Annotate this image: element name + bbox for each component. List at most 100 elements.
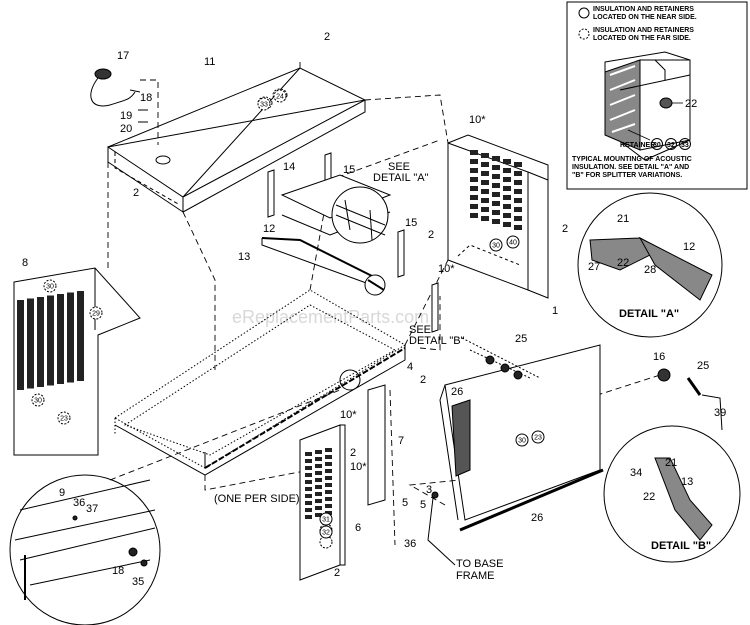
- to-base-frame-line-1: TO BASE: [456, 558, 503, 570]
- part-callout: 12: [263, 223, 275, 235]
- louver-slot: [315, 471, 322, 475]
- louver-slot: [305, 452, 312, 456]
- louver-slot: [481, 162, 489, 167]
- louver-slot: [315, 478, 322, 482]
- louver-slot: [470, 204, 478, 209]
- part-callout: 17: [117, 50, 129, 62]
- louver-slot: [514, 171, 522, 176]
- louver-slot: [305, 466, 312, 470]
- louver-slot: [492, 219, 500, 224]
- louver-slot: [514, 189, 522, 194]
- louver-slot: [481, 171, 489, 176]
- detail-b-callout: 34: [630, 467, 642, 479]
- legend-note-line-1: TYPICAL MOUNTING OF ACOUSTIC: [572, 156, 692, 163]
- part-callout: 2: [324, 31, 330, 43]
- legend-text: INSULATION AND RETAINERS LOCATED ON THE …: [572, 6, 697, 179]
- louver-slot: [514, 225, 522, 230]
- louver-slot: [514, 180, 522, 185]
- louver-slot: [503, 168, 511, 173]
- louver-slot: [492, 156, 500, 161]
- retainer-num: 30: [653, 142, 661, 149]
- part-callout: 5: [402, 497, 408, 509]
- legend-note-line-2: INSULATION. SEE DETAIL "A" AND: [572, 164, 689, 171]
- part-callout: 26: [451, 386, 463, 398]
- see-detail-a-line-1: SEE: [388, 161, 410, 173]
- louver-slot: [492, 165, 500, 170]
- louver-slot: [503, 204, 511, 209]
- detail-a-callout: 22: [617, 257, 629, 269]
- louver-slot: [325, 504, 332, 508]
- louver-slot: [325, 483, 332, 487]
- part-callout: 9: [59, 487, 65, 499]
- part-callout: 2: [334, 567, 340, 579]
- part-callout: 35: [132, 576, 144, 588]
- part-callout: 39: [714, 407, 726, 419]
- louver-grid-lower: [305, 448, 332, 519]
- part-callout: 6: [355, 522, 361, 534]
- retainer-number: 29: [92, 311, 100, 318]
- louver-slot: [77, 291, 84, 381]
- retainer-circle: [31, 393, 45, 407]
- louver-slot: [305, 473, 312, 477]
- retainer-number: 40: [509, 240, 517, 247]
- part-callout: 18: [140, 92, 152, 104]
- retainer-number: 31: [322, 517, 330, 524]
- louver-slot: [481, 180, 489, 185]
- louver-slot: [325, 448, 332, 452]
- louver-slot: [481, 207, 489, 212]
- retainer-circle: [506, 235, 520, 249]
- louver-slot: [492, 183, 500, 188]
- retainer-num-circle: [679, 138, 691, 150]
- part-callout: 13: [238, 251, 250, 263]
- retainer-number: 33: [260, 102, 268, 109]
- louver-slot: [325, 469, 332, 473]
- louver-slot: [305, 459, 312, 463]
- louver-slot: [470, 213, 478, 218]
- retainer-circle: [531, 430, 545, 444]
- part-callout: 7: [398, 435, 404, 447]
- part-callout: 2: [133, 187, 139, 199]
- louver-slot: [27, 298, 34, 389]
- louver-slot: [67, 292, 74, 383]
- part-callout: 3: [426, 484, 432, 496]
- louver-slot: [470, 168, 478, 173]
- retainer-number: 30: [518, 438, 526, 445]
- louver-slot: [503, 159, 511, 164]
- retainer-num-circle: [651, 138, 663, 150]
- retainer-circle: [319, 512, 333, 526]
- part-callout: 2: [350, 447, 356, 459]
- louver-slot: [57, 294, 64, 384]
- retainer-circle: [89, 306, 103, 320]
- louver-slot: [514, 162, 522, 167]
- part-callout: 15: [405, 217, 417, 229]
- retainer-number: 24: [276, 94, 284, 101]
- part-callout: 36: [404, 538, 416, 550]
- detail-a-callout: 21: [617, 213, 629, 225]
- louver-slot: [315, 492, 322, 496]
- louver-slot: [492, 174, 500, 179]
- louver-slot: [503, 177, 511, 182]
- louver-slot: [305, 487, 312, 491]
- louver-slot: [325, 497, 332, 501]
- louver-slot: [470, 150, 478, 155]
- louver-slot: [514, 207, 522, 212]
- retainer-circle: [57, 411, 71, 425]
- louver-slot: [492, 192, 500, 197]
- part-callout: 10*: [340, 409, 357, 421]
- part-callout: 10*: [438, 263, 455, 275]
- part-callout: 36: [73, 497, 85, 509]
- louver-slot: [503, 186, 511, 191]
- louver-slot: [470, 159, 478, 164]
- louver-slot: [17, 300, 24, 390]
- part-callout: 37: [86, 503, 98, 515]
- retainer-circle: [489, 238, 503, 252]
- cable-assembly-part: [90, 68, 148, 123]
- detail-a-circle: [577, 192, 723, 338]
- see-detail-b-line-2: DETAIL "B": [409, 335, 465, 347]
- louver-slot: [503, 195, 511, 200]
- part-callout: 10*: [469, 114, 486, 126]
- louver-slot: [503, 222, 511, 227]
- part-callout: 2: [420, 374, 426, 386]
- retainer-circle: [43, 279, 57, 293]
